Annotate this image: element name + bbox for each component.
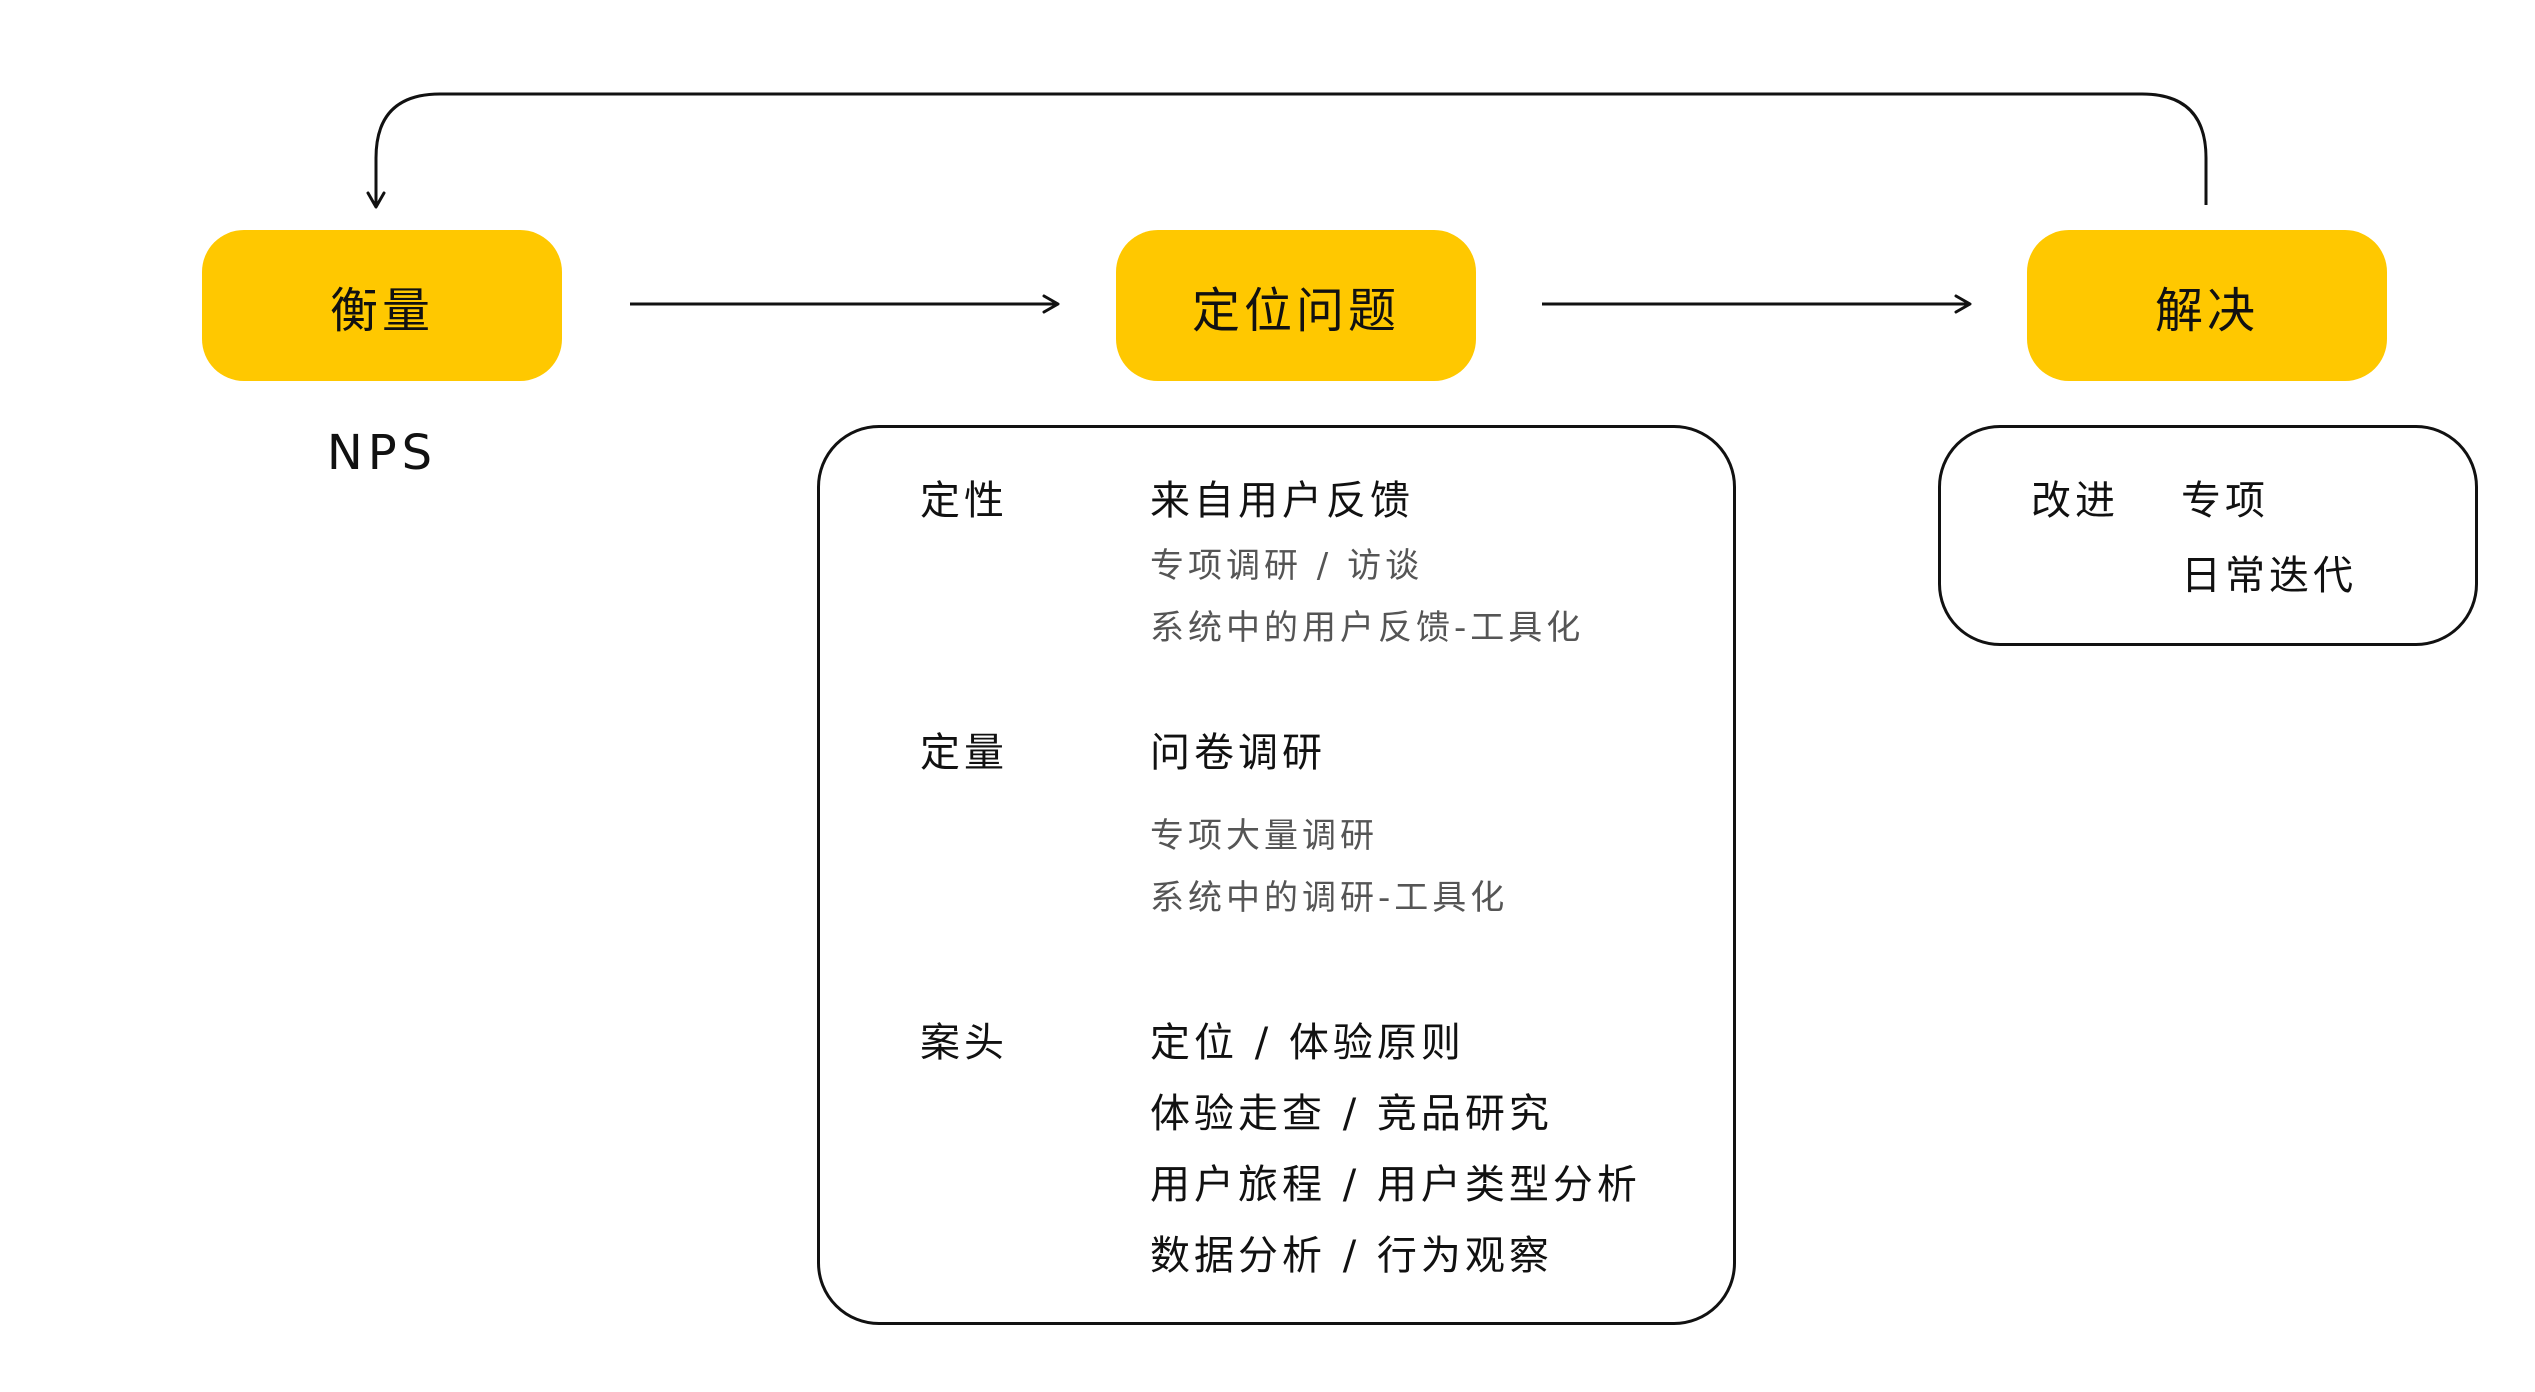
desk-research-item: 体验走查 / 竞品研究 [1150,1091,1553,1137]
improvement-item: 专项 [2181,478,2269,524]
qualitative-category: 定性 [920,478,1008,524]
desk-research-item: 用户旅程 / 用户类型分析 [1150,1162,1641,1208]
measure-metric-nps: NPS [326,425,438,481]
qualitative-heading: 来自用户反馈 [1150,478,1414,524]
improvement-item: 日常迭代 [2181,553,2357,599]
desk-research-item: 定位 / 体验原则 [1150,1020,1465,1066]
locate-methods-panel: 定性 来自用户反馈 专项调研 / 访谈 系统中的用户反馈-工具化 定量 问卷调研… [817,425,1736,1325]
stage-measure[interactable]: 衡量 [202,230,562,381]
stage-solve[interactable]: 解决 [2027,230,2387,381]
quantitative-detail: 系统中的调研-工具化 [1150,878,1509,918]
qualitative-detail: 系统中的用户反馈-工具化 [1150,608,1585,648]
stage-locate-problem-label: 定位问题 [1191,282,1400,339]
desk-research-item: 数据分析 / 行为观察 [1150,1233,1553,1279]
quantitative-category: 定量 [920,730,1008,776]
feedback-loop-arrow [366,92,2208,209]
stage-solve-label: 解决 [2154,282,2259,339]
quantitative-detail: 专项大量调研 [1150,816,1378,856]
stage-measure-label: 衡量 [329,282,434,339]
improvement-category: 改进 [2031,478,2119,524]
stage-locate-problem[interactable]: 定位问题 [1116,230,1476,381]
quantitative-heading: 问卷调研 [1150,730,1326,776]
solve-methods-panel: 改进 专项 日常迭代 [1938,425,2478,646]
desk-research-category: 案头 [920,1020,1008,1066]
qualitative-detail: 专项调研 / 访谈 [1150,546,1424,586]
